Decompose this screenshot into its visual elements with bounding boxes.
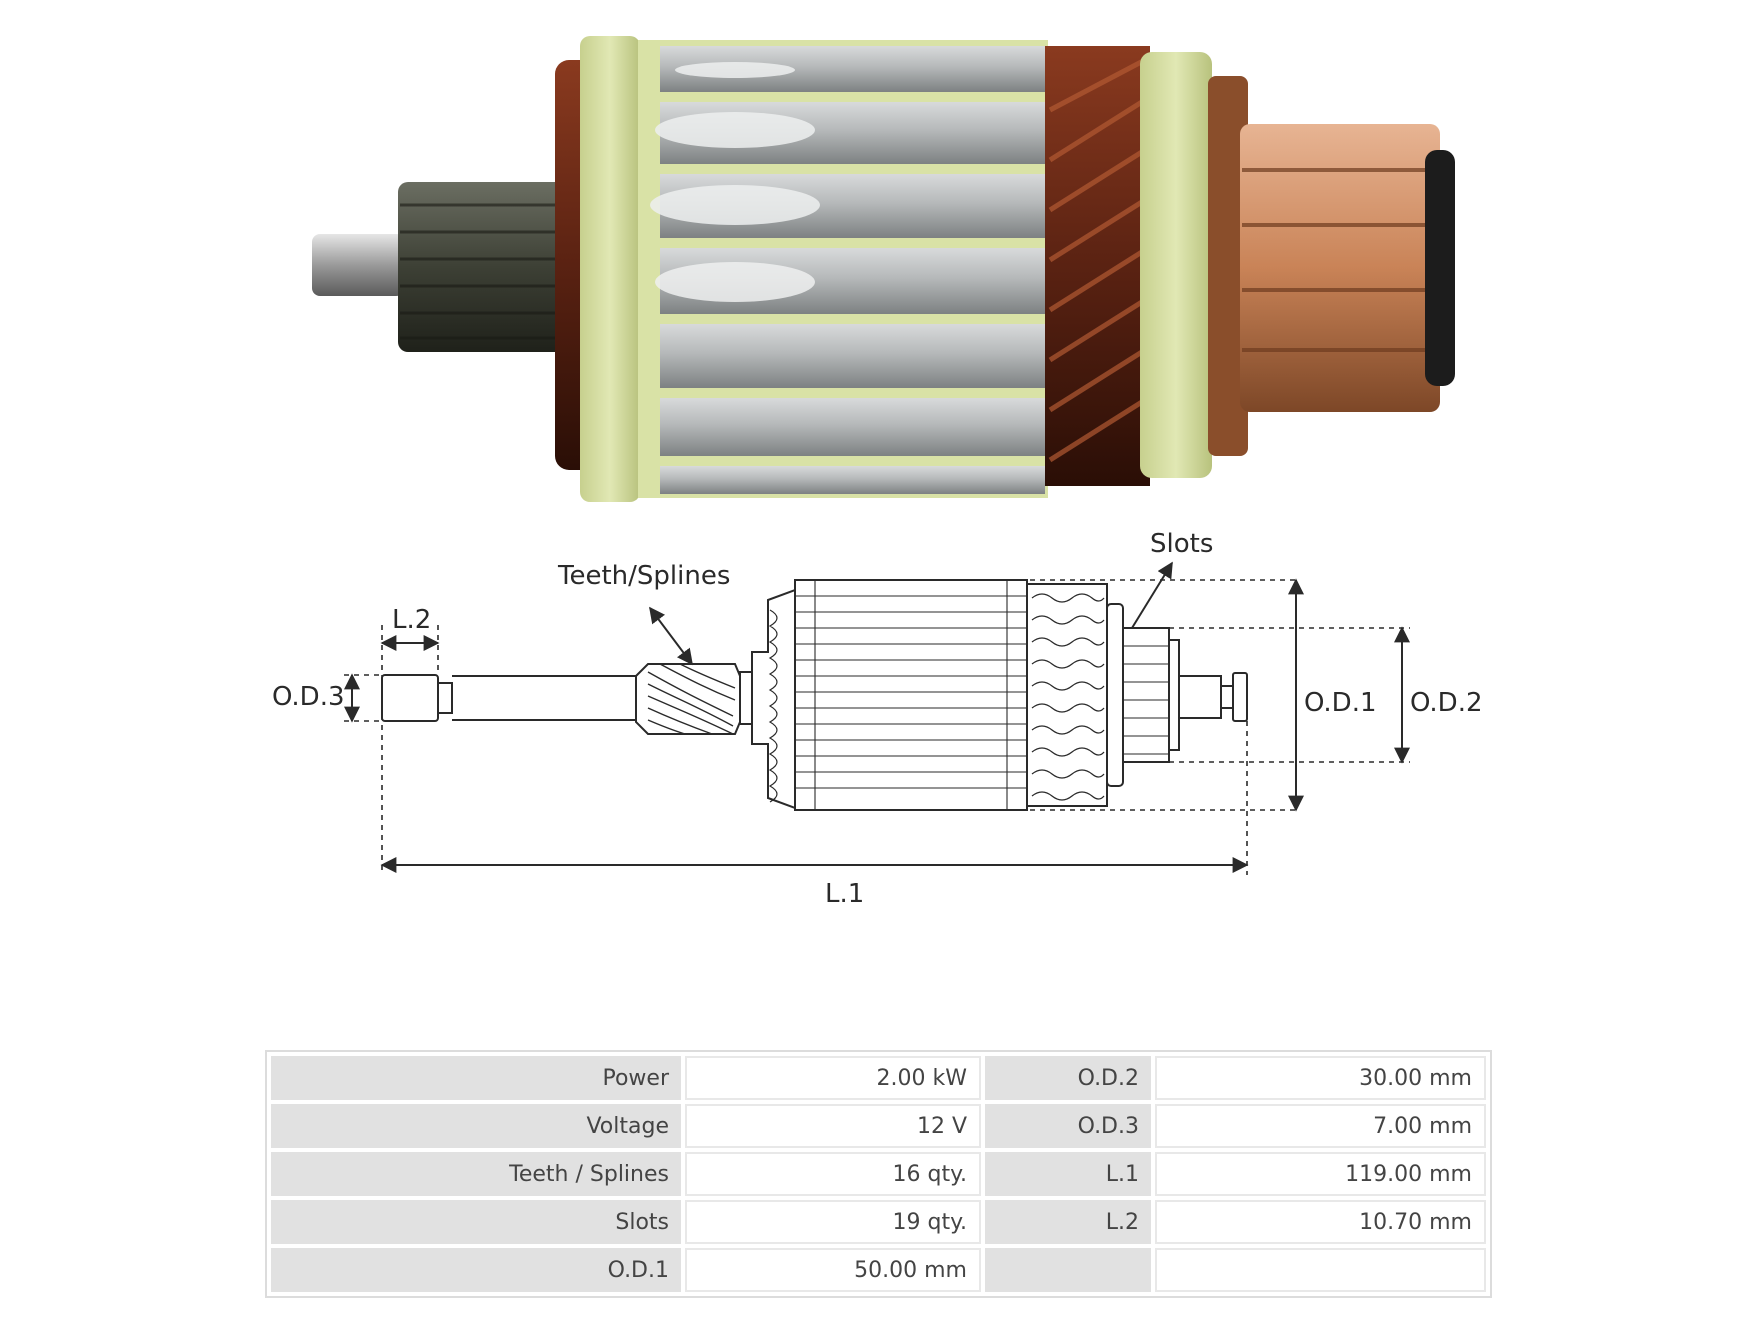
front-winding xyxy=(751,588,796,810)
label-od1: O.D.1 xyxy=(1304,688,1377,718)
spec-value-l1: 119.00 mm xyxy=(1155,1152,1486,1196)
label-l2: L.2 xyxy=(392,605,431,635)
spec-value-empty xyxy=(1155,1248,1486,1292)
spec-value-slots: 19 qty. xyxy=(685,1200,981,1244)
slots-leader xyxy=(1131,561,1173,629)
rear-shaft xyxy=(1178,675,1222,719)
spec-table: Power 2.00 kW O.D.2 30.00 mm Voltage 12 … xyxy=(265,1050,1492,1298)
label-l1: L.1 xyxy=(825,879,864,909)
label-teeth-splines: Teeth/Splines xyxy=(557,561,730,591)
spec-label-slots: Slots xyxy=(271,1200,681,1244)
spec-label-voltage: Voltage xyxy=(271,1104,681,1148)
label-slots: Slots xyxy=(1150,529,1213,559)
spec-value-l2: 10.70 mm xyxy=(1155,1200,1486,1244)
spec-value-od3: 7.00 mm xyxy=(1155,1104,1486,1148)
spec-value-od2: 30.00 mm xyxy=(1155,1056,1486,1100)
table-row: Slots 19 qty. L.2 10.70 mm xyxy=(271,1200,1486,1244)
armature-photo xyxy=(312,36,1455,502)
spec-label-od1: O.D.1 xyxy=(271,1248,681,1292)
spec-value-teeth: 16 qty. xyxy=(685,1152,981,1196)
dimension-drawing: Teeth/Splines Slots L.2 O.D.3 O.D.1 O.D.… xyxy=(272,529,1483,909)
spec-value-power: 2.00 kW xyxy=(685,1056,981,1100)
shaft-tip xyxy=(381,674,439,722)
spec-label-power: Power xyxy=(271,1056,681,1100)
spec-value-od1: 50.00 mm xyxy=(685,1248,981,1292)
spec-label-empty xyxy=(985,1248,1151,1292)
spec-label-l2: L.2 xyxy=(985,1200,1151,1244)
table-row: Teeth / Splines 16 qty. L.1 119.00 mm xyxy=(271,1152,1486,1196)
label-od2: O.D.2 xyxy=(1410,688,1483,718)
spec-label-od2: O.D.2 xyxy=(985,1056,1151,1100)
spec-label-l1: L.1 xyxy=(985,1152,1151,1196)
commutator xyxy=(1122,627,1170,763)
table-row: O.D.1 50.00 mm xyxy=(271,1248,1486,1292)
shaft-neck xyxy=(437,682,453,714)
spec-label-od3: O.D.3 xyxy=(985,1104,1151,1148)
rear-winding xyxy=(1026,583,1108,807)
table-row: Power 2.00 kW O.D.2 30.00 mm xyxy=(271,1056,1486,1100)
lamination-core xyxy=(794,579,1028,811)
table-row: Voltage 12 V O.D.3 7.00 mm xyxy=(271,1104,1486,1148)
spec-label-teeth: Teeth / Splines xyxy=(271,1152,681,1196)
teeth-leader xyxy=(649,606,693,666)
label-od3: O.D.3 xyxy=(272,682,345,712)
spec-value-voltage: 12 V xyxy=(685,1104,981,1148)
